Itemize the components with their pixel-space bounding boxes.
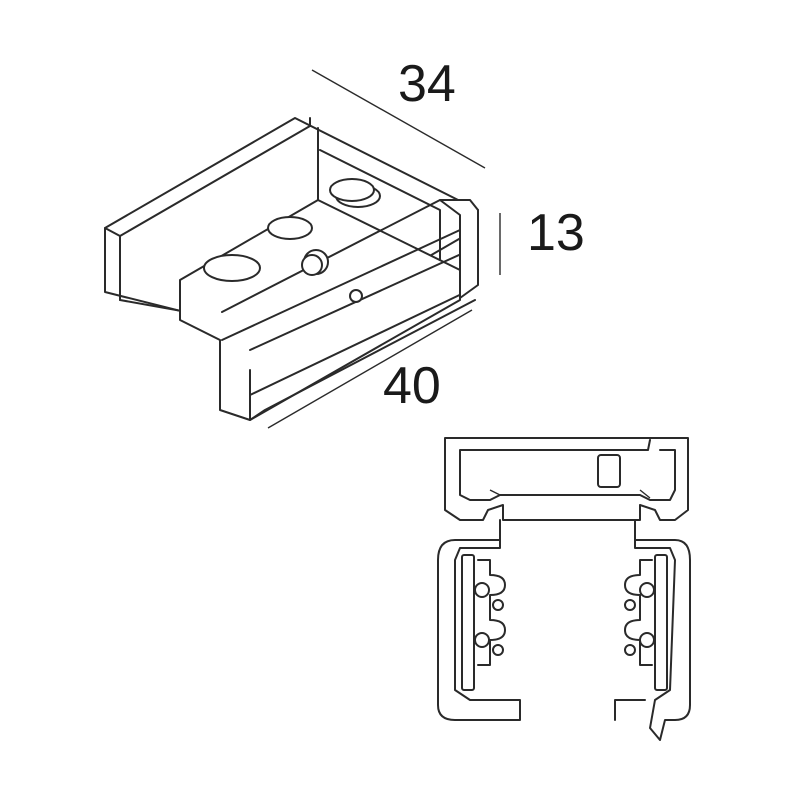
dimension-depth-label: 34 bbox=[398, 55, 456, 113]
left-rail bbox=[461, 554, 475, 691]
track-left-wall bbox=[437, 519, 521, 721]
top-housing bbox=[444, 437, 689, 521]
dimension-height-label: 13 bbox=[527, 204, 585, 262]
slot bbox=[267, 216, 313, 240]
right-rail bbox=[654, 554, 668, 691]
dimension-line-width bbox=[267, 309, 473, 429]
dimension-line-depth bbox=[311, 69, 486, 169]
isometric-end-cap-view bbox=[104, 69, 501, 429]
clip bbox=[597, 454, 621, 488]
slot bbox=[203, 254, 261, 282]
cross-section-view bbox=[437, 437, 691, 741]
end-face bbox=[439, 199, 479, 299]
dimension-width-label: 40 bbox=[383, 357, 441, 415]
left-conductors bbox=[474, 559, 506, 666]
right-conductors bbox=[624, 559, 655, 666]
track-right-wall bbox=[634, 519, 691, 741]
